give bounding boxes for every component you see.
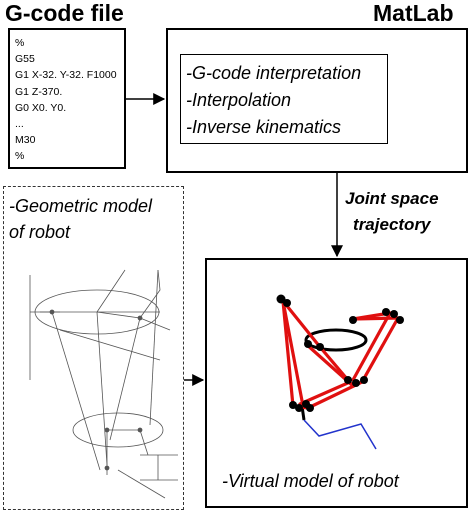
step-gcode-interpretation: -G-code interpretation: [186, 63, 362, 83]
tool-trajectory: [303, 419, 377, 450]
geometric-line-2: of robot: [9, 222, 71, 242]
gcode-line: G1 X-32. Y-32. F1000: [15, 69, 117, 82]
trajectory-line-1: Joint space: [345, 189, 439, 208]
gcode-listing: % G55 G1 X-32. Y-32. F1000 G1 Z-370. G0 …: [15, 35, 117, 165]
geometric-model-label: -Geometric model of robot: [9, 193, 152, 245]
gcode-file-title: G-code file: [5, 0, 124, 26]
virtual-model-box: [205, 258, 468, 508]
gcode-line: ...: [15, 118, 24, 131]
matlab-process-box: -G-code interpretation -Interpolation -I…: [180, 54, 388, 144]
trajectory-line-2: trajectory: [353, 215, 431, 234]
gcode-file-box: % G55 G1 X-32. Y-32. F1000 G1 Z-370. G0 …: [8, 28, 126, 169]
robot-links: [281, 299, 400, 410]
joint-space-trajectory-label: Joint space trajectory: [345, 186, 439, 238]
robot-joints: [276, 294, 404, 412]
virtual-robot: [276, 294, 404, 450]
gcode-line: M30: [15, 134, 36, 147]
gcode-line: %: [15, 37, 25, 49]
virtual-model-label: -Virtual model of robot: [222, 471, 399, 491]
gcode-line: %: [15, 150, 25, 163]
gcode-line: G55: [15, 53, 35, 66]
matlab-steps: -G-code interpretation -Interpolation -I…: [186, 60, 361, 141]
geometric-model-sketch: [29, 269, 178, 499]
matlab-title: MatLab: [373, 0, 454, 26]
step-inverse-kinematics: -Inverse kinematics: [186, 117, 342, 137]
geometric-line-1: -Geometric model: [9, 196, 153, 216]
gcode-line: G1 Z-370.: [15, 85, 63, 98]
gcode-line: G0 X0. Y0.: [15, 101, 67, 114]
step-interpolation: -Interpolation: [186, 90, 292, 110]
robot-base: [304, 328, 368, 352]
